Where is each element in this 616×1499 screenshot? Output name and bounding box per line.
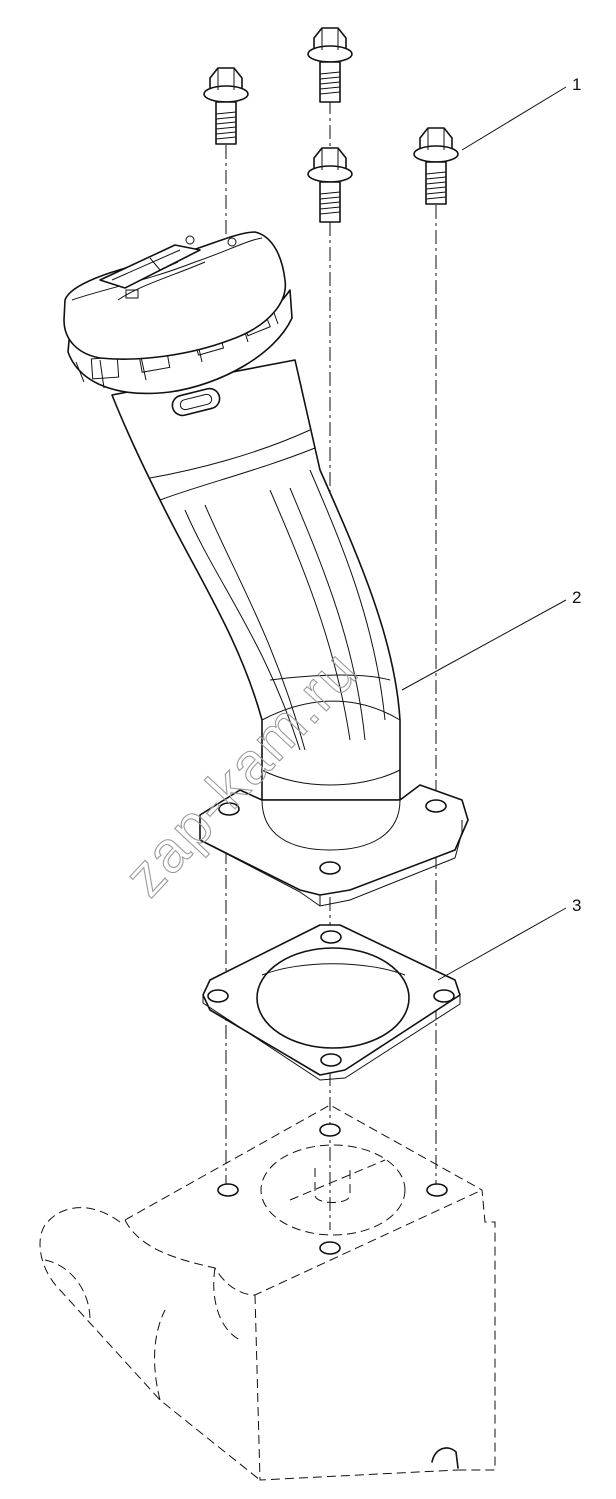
callout-2: 2 <box>572 588 581 607</box>
filler-neck <box>63 231 401 801</box>
bolt-right <box>413 127 459 205</box>
neck-flange <box>199 784 469 907</box>
bolt-middle <box>307 147 353 223</box>
callout-3: 3 <box>572 896 581 915</box>
bolt-left <box>203 67 249 145</box>
callout-1: 1 <box>572 75 581 94</box>
leaders <box>401 86 567 981</box>
mating-housing-phantom <box>39 1104 496 1481</box>
bolt-top <box>307 27 353 103</box>
gasket <box>202 924 461 1081</box>
